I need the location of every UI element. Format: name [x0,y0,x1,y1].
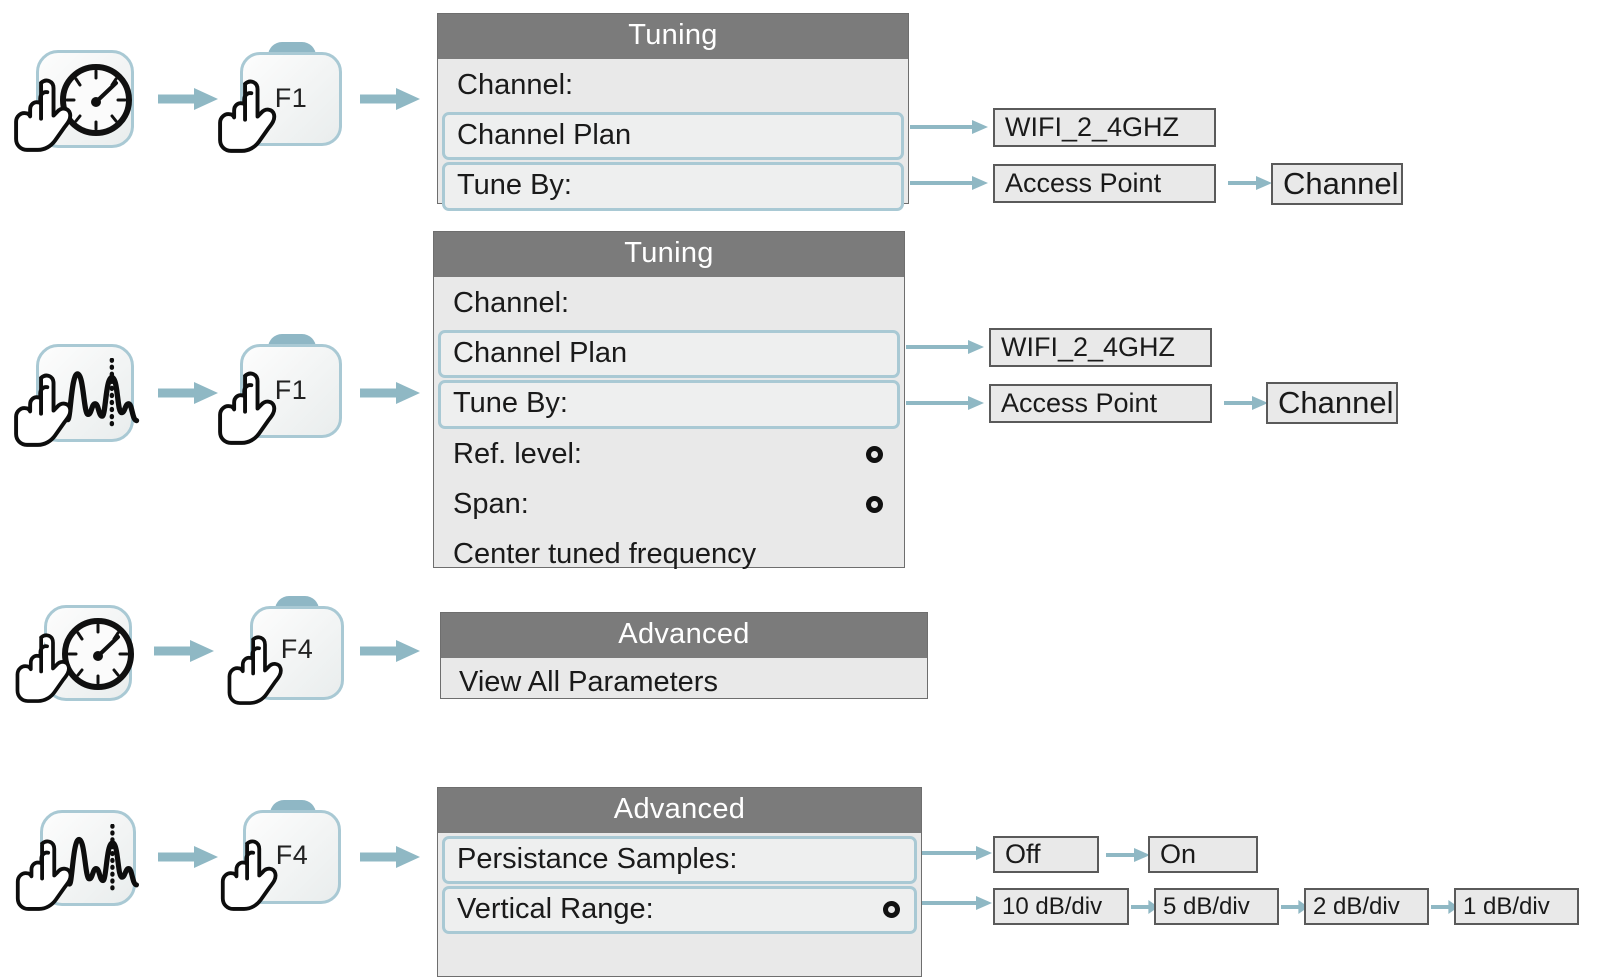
menu-item-tune-by[interactable]: Tune By: [438,380,900,429]
menu-item-label: Ref. level: [453,437,582,470]
hand-pointer-icon [218,79,277,153]
value-box-vertical-range-5db[interactable]: 5 dB/div [1154,888,1279,925]
value-box-channel[interactable]: Channel [1271,163,1403,205]
menu-item-label: Channel: [457,69,574,101]
value-arrow [1228,176,1272,190]
menu-item-label: Span: [453,487,529,520]
advanced-menu-panel-row-3: Advanced View All Parameters [440,612,928,699]
flow-arrow [360,382,422,405]
value-box-tune-by[interactable]: Access Point [989,384,1212,423]
value-box-tune-by[interactable]: Access Point [993,164,1216,203]
flow-arrow [360,88,422,111]
panel-items: Channel: Channel Plan Tune By: [438,59,908,218]
hand-pointer-icon [227,635,283,705]
value-arrow [922,846,994,860]
menu-item-label: Tune By: [457,169,572,202]
menu-item-channel[interactable]: Channel: [442,62,904,110]
ring-icon [883,892,900,926]
menu-item-vertical-range[interactable]: Vertical Range: [442,886,917,935]
value-box-persistance-off[interactable]: Off [993,836,1099,873]
flow-arrow [360,640,422,663]
value-arrow [910,176,990,190]
advanced-menu-panel-row-4: Advanced Persistance Samples: Vertical R… [437,787,922,977]
hand-pointer-icon [220,839,278,911]
function-key-label: F4 [280,634,314,664]
function-key-label: F1 [274,83,308,113]
ring-icon [866,437,883,471]
value-box-channel-plan[interactable]: WIFI_2_4GHZ [993,108,1216,147]
hand-pointer-icon [14,373,73,447]
menu-item-label: Channel Plan [457,119,632,152]
function-key-label: F1 [274,375,308,405]
panel-items: View All Parameters [441,658,927,710]
menu-item-label: Vertical Range: [457,893,654,926]
menu-item-label: View All Parameters [459,666,718,698]
tuning-menu-panel-row-2: Tuning Channel: Channel Plan Tune By: Re… [433,231,905,570]
value-box-channel-plan[interactable]: WIFI_2_4GHZ [989,328,1212,367]
menu-item-label: Persistance Samples: [457,843,738,875]
hand-pointer-icon [15,633,71,703]
value-arrow [910,120,990,134]
panel-items: Channel: Channel Plan Tune By: Ref. leve… [434,277,904,586]
value-arrow [1224,396,1268,410]
panel-title: Tuning [434,232,904,277]
hand-pointer-icon [218,371,277,445]
menu-item-ref-level[interactable]: Ref. level: [438,431,900,479]
menu-item-channel-plan[interactable]: Channel Plan [442,112,904,161]
menu-item-channel-plan[interactable]: Channel Plan [438,330,900,379]
menu-item-label: Tune By: [453,387,568,420]
menu-item-channel[interactable]: Channel: [438,280,900,328]
value-arrow [906,340,986,354]
hand-pointer-icon [15,839,73,911]
ring-icon [866,487,883,521]
hand-pointer-icon [14,78,73,152]
menu-item-label: Channel: [453,287,570,319]
value-box-vertical-range-1db[interactable]: 1 dB/div [1454,888,1579,925]
menu-item-center-tuned-frequency[interactable]: Center tuned frequency [438,531,900,579]
value-box-channel[interactable]: Channel [1266,382,1398,424]
panel-title: Tuning [438,14,908,59]
tuning-menu-panel-row-1: Tuning Channel: Channel Plan Tune By: [437,13,909,211]
menu-item-persistance-samples[interactable]: Persistance Samples: [442,836,917,885]
value-box-persistance-on[interactable]: On [1148,836,1258,873]
menu-item-label: Center tuned frequency [453,538,757,571]
menu-item-label: Channel Plan [453,337,628,370]
value-arrow [906,396,986,410]
value-box-vertical-range-2db[interactable]: 2 dB/div [1304,888,1429,925]
menu-item-span[interactable]: Span: [438,481,900,529]
flow-arrow [360,846,422,869]
panel-title: Advanced [438,788,921,833]
menu-item-tune-by[interactable]: Tune By: [442,162,904,211]
value-box-vertical-range-10db[interactable]: 10 dB/div [993,888,1129,925]
function-key-label: F4 [275,840,309,870]
menu-item-view-all-parameters[interactable]: View All Parameters [445,660,923,706]
panel-items: Persistance Samples: Vertical Range: [438,833,921,941]
panel-title: Advanced [441,613,927,658]
value-arrow [1106,848,1150,862]
value-arrow [922,896,994,910]
flow-arrow [154,640,216,663]
